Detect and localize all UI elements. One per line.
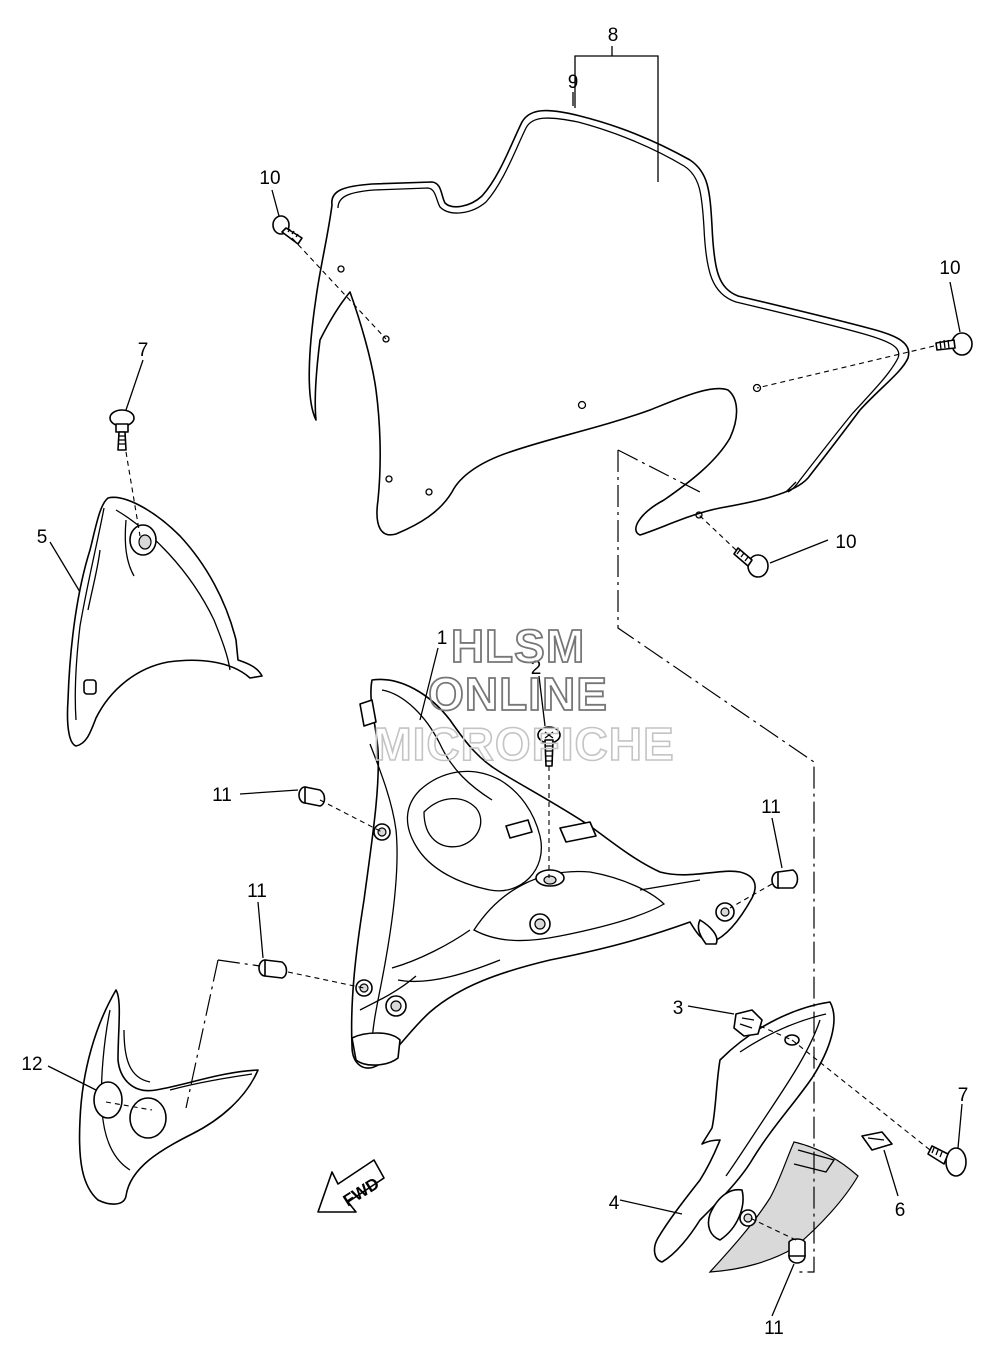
forward-direction-arrow: FWD (317, 1159, 385, 1213)
screw-10-right (935, 332, 973, 356)
grommet-11-b (258, 959, 288, 979)
callout-10-top-left: 10 (259, 168, 280, 189)
watermark-line-1: HLSM (451, 620, 585, 672)
callout-labels: 1 2 3 4 5 6 7 7 8 9 10 10 10 11 11 11 11… (21, 25, 968, 1339)
callout-4: 4 (609, 1193, 620, 1214)
watermark-line-3: MICROFICHE (373, 718, 674, 770)
callout-11-d: 11 (764, 1318, 784, 1339)
screw-10-top-left (272, 215, 303, 245)
lower-cover-left (78, 989, 259, 1205)
callout-10-lower: 10 (835, 532, 856, 553)
callout-1: 1 (437, 628, 448, 649)
windshield (308, 109, 910, 536)
screw-10-lower (733, 547, 769, 578)
lower-cover-right (653, 1001, 859, 1273)
watermark: HLSM ONLINE MICROFICHE (373, 619, 675, 771)
callout-9: 9 (568, 72, 579, 93)
callout-6: 6 (895, 1200, 906, 1221)
main-cowling (350, 678, 756, 1069)
callout-2: 2 (531, 658, 542, 679)
grommet-11-c (771, 869, 799, 889)
grommet-11-d (788, 1238, 806, 1264)
callout-10-right: 10 (939, 258, 960, 279)
callout-5: 5 (37, 527, 48, 548)
callout-7-left: 7 (138, 340, 149, 361)
callout-3: 3 (673, 998, 684, 1019)
screw-7-left (109, 409, 135, 451)
screw-2 (537, 726, 561, 767)
grommet-11-a (298, 786, 326, 807)
fasteners (109, 215, 973, 1264)
callout-12: 12 (21, 1054, 42, 1075)
callout-11-c: 11 (761, 797, 781, 818)
callout-8: 8 (608, 25, 619, 46)
leader-lines (47, 46, 963, 1317)
callout-11-a: 11 (212, 785, 232, 806)
assembly-lines (105, 237, 935, 1273)
watermark-line-2: ONLINE (428, 668, 608, 720)
nut-3 (733, 1009, 763, 1037)
screw-7-right (927, 1145, 967, 1177)
clip-6 (861, 1131, 893, 1151)
callout-11-b: 11 (247, 881, 267, 902)
callout-7-right: 7 (958, 1085, 969, 1106)
side-cover-left (66, 496, 263, 747)
